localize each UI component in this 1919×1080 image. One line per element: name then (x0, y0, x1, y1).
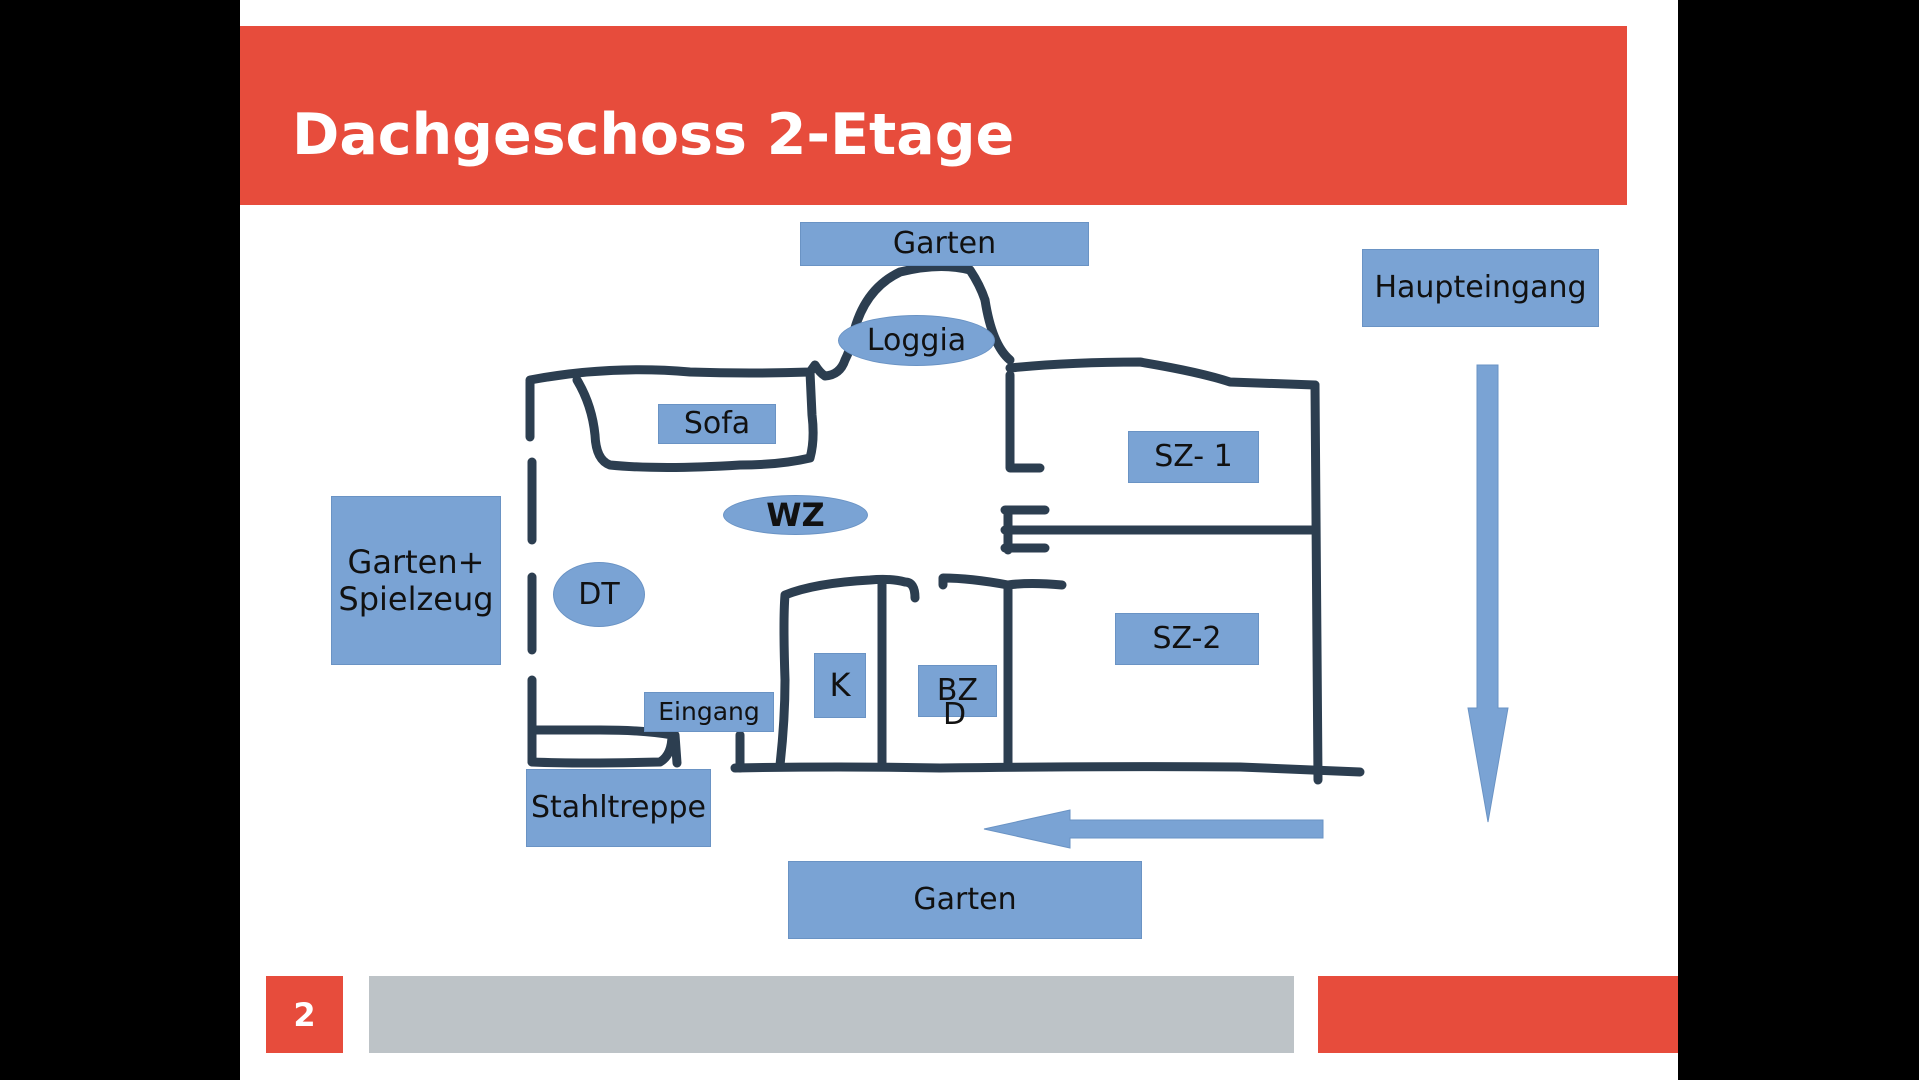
k-label: K (814, 653, 866, 718)
garten-spielzeug-line1: Garten+ (347, 542, 485, 581)
title-bar (240, 26, 1627, 205)
footer-bar-red (1318, 976, 1678, 1053)
eingang-label: Eingang (644, 692, 774, 732)
slide: Dachgeschoss 2-Etage (240, 0, 1678, 1080)
haupteingang-label: Haupteingang (1362, 249, 1599, 327)
arrow-left (983, 809, 1324, 849)
garten-bottom-label: Garten (788, 861, 1142, 939)
garten-top-label: Garten (800, 222, 1089, 266)
d-label: D (943, 697, 967, 732)
wall-bz-top (938, 573, 1013, 590)
wall-top-right (1005, 357, 1320, 390)
garten-spielzeug-line2: Spielzeug (338, 579, 494, 618)
loggia-label: Loggia (838, 315, 995, 366)
floor-plan-drawing (525, 261, 1509, 849)
page-number: 2 (266, 976, 343, 1053)
sofa-label: Sofa (658, 404, 776, 444)
footer-bar-gray (369, 976, 1294, 1053)
arrow-down (1467, 364, 1509, 823)
bz-label: BZ (918, 665, 997, 717)
dt-label: DT (553, 562, 645, 627)
wz-label: WZ (723, 495, 868, 535)
wall-wz-right (1005, 370, 1045, 473)
wall-sofa-nook (572, 367, 818, 472)
slide-title: Dachgeschoss 2-Etage (292, 102, 1015, 168)
wall-right (1310, 380, 1323, 785)
wall-top-left (525, 261, 990, 385)
wall-bottom (730, 762, 1365, 777)
sz1-label: SZ- 1 (1128, 431, 1259, 483)
wall-bz-top-right (1003, 579, 1067, 590)
garten-spielzeug-label: Garten+ Spielzeug (331, 496, 501, 665)
sz2-label: SZ-2 (1115, 613, 1259, 665)
wall-stair (527, 725, 677, 768)
wall-loggia-right (980, 295, 1015, 365)
wall-k-room (775, 574, 920, 770)
stahltreppe-label: Stahltreppe (526, 769, 711, 847)
